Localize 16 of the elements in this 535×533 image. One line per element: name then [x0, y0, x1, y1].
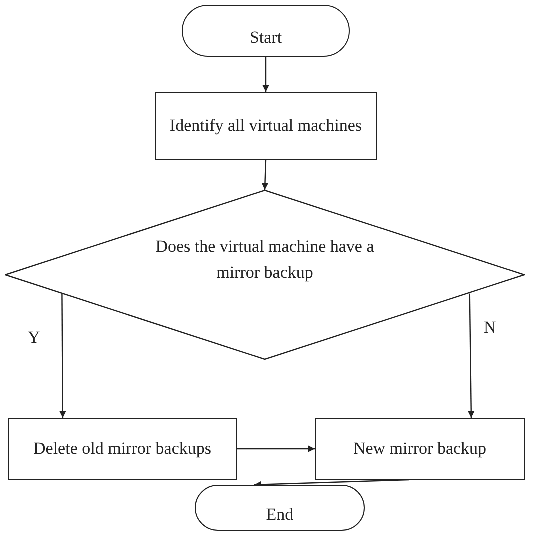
- arrow: [59, 294, 66, 418]
- node-text: New mirror backup: [353, 438, 487, 460]
- terminal-pill: [195, 485, 365, 531]
- node-text: End: [266, 504, 294, 526]
- decision-text: Does the virtual machine have a mirror backup: [155, 236, 375, 284]
- arrow: [262, 57, 270, 92]
- arrow: [468, 294, 475, 418]
- arrow: [237, 446, 315, 452]
- process-box: [155, 92, 377, 160]
- node-text: Start: [250, 27, 282, 49]
- node-text: Delete old mirror backups: [34, 438, 212, 460]
- process-box: [8, 418, 237, 480]
- arrow: [262, 160, 269, 190]
- process-box: [315, 418, 525, 480]
- terminal-pill: [182, 5, 350, 57]
- node-text: Identify all virtual machines: [170, 115, 362, 137]
